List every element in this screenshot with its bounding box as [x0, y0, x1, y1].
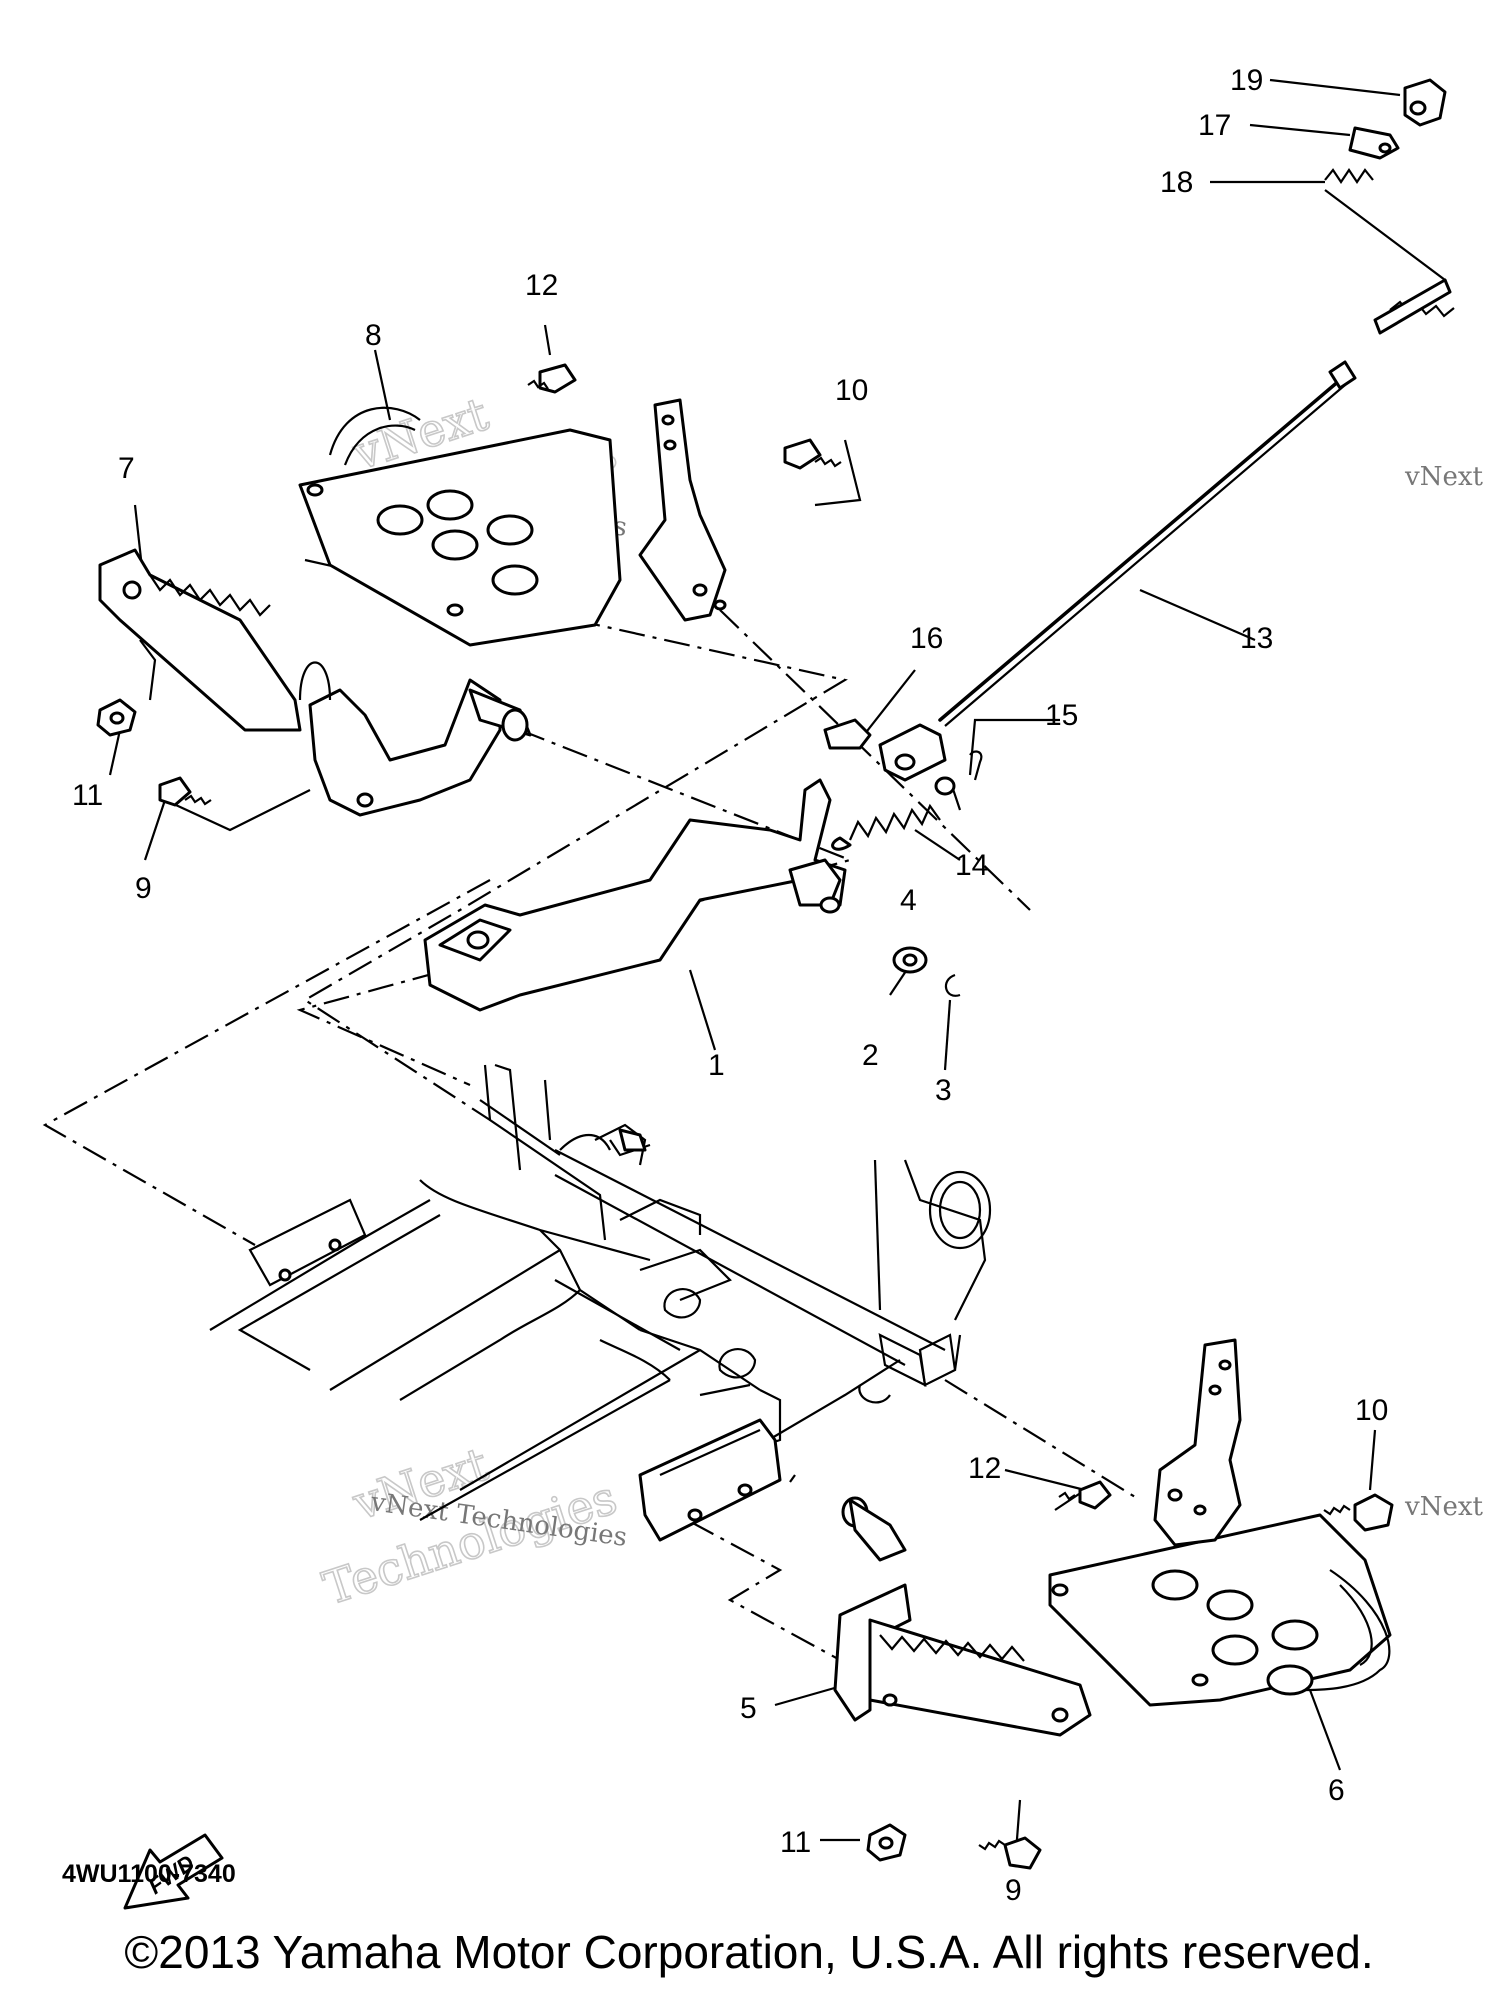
callout-11-bottom: 11 — [780, 1826, 811, 1859]
callout-11-top: 11 — [72, 779, 103, 812]
callout-14: 14 — [955, 849, 988, 882]
callout-9-top: 9 — [135, 872, 152, 905]
callout-10-top: 10 — [835, 374, 868, 407]
callout-9-bottom: 9 — [1005, 1874, 1022, 1907]
callout-19: 19 — [1230, 64, 1263, 97]
callout-4: 4 — [900, 884, 917, 917]
washer-and-clip — [892, 946, 961, 997]
callout-10-bottom: 10 — [1355, 1394, 1388, 1427]
callout-17: 17 — [1198, 109, 1231, 142]
callout-12-bottom: 12 — [968, 1452, 1001, 1485]
callouts: 19 17 18 12 8 10 7 13 16 15 11 14 4 9 1 … — [72, 64, 1388, 1907]
callout-6: 6 — [1328, 1774, 1345, 1807]
callout-8: 8 — [365, 319, 382, 352]
right-footboard — [1048, 1513, 1392, 1707]
leader-lines — [108, 78, 1447, 1866]
callout-7: 7 — [118, 452, 135, 485]
clevis — [823, 718, 947, 782]
brake-rod-fittings — [1324, 78, 1447, 184]
callout-18: 18 — [1160, 166, 1193, 199]
left-footrest — [98, 548, 302, 732]
diagram-code: 4WU1100-7340 — [62, 1860, 236, 1888]
callout-13: 13 — [1240, 622, 1273, 655]
callout-12-top: 12 — [525, 269, 558, 302]
right-footrest — [833, 1496, 1092, 1737]
brake-rod — [938, 278, 1455, 727]
callout-15: 15 — [1045, 699, 1078, 732]
right-footboard-arm — [1153, 1338, 1242, 1547]
bolts-bottom — [866, 1480, 1394, 1870]
bolts-top — [96, 363, 842, 807]
left-footrest-bracket — [298, 661, 532, 817]
callout-2: 2 — [862, 1039, 879, 1072]
watermark-small-right: vNext — [1404, 1492, 1483, 1522]
cotter-and-washer — [934, 750, 983, 796]
brake-pedal — [423, 778, 847, 1012]
left-footboard-arm — [638, 398, 727, 622]
callout-3: 3 — [935, 1074, 952, 1107]
watermark-small-right: vNext — [1404, 462, 1483, 492]
callout-1: 1 — [708, 1049, 725, 1082]
callout-16: 16 — [910, 622, 943, 655]
right-footboard-bracket — [638, 1418, 782, 1542]
return-spring — [831, 803, 941, 851]
left-footboard — [298, 406, 622, 647]
assembly-lines — [42, 558, 1141, 1661]
callout-5: 5 — [740, 1692, 757, 1725]
frame — [209, 1063, 992, 1521]
copyright-notice: ©2013 Yamaha Motor Corporation, U.S.A. A… — [124, 1926, 1374, 1978]
